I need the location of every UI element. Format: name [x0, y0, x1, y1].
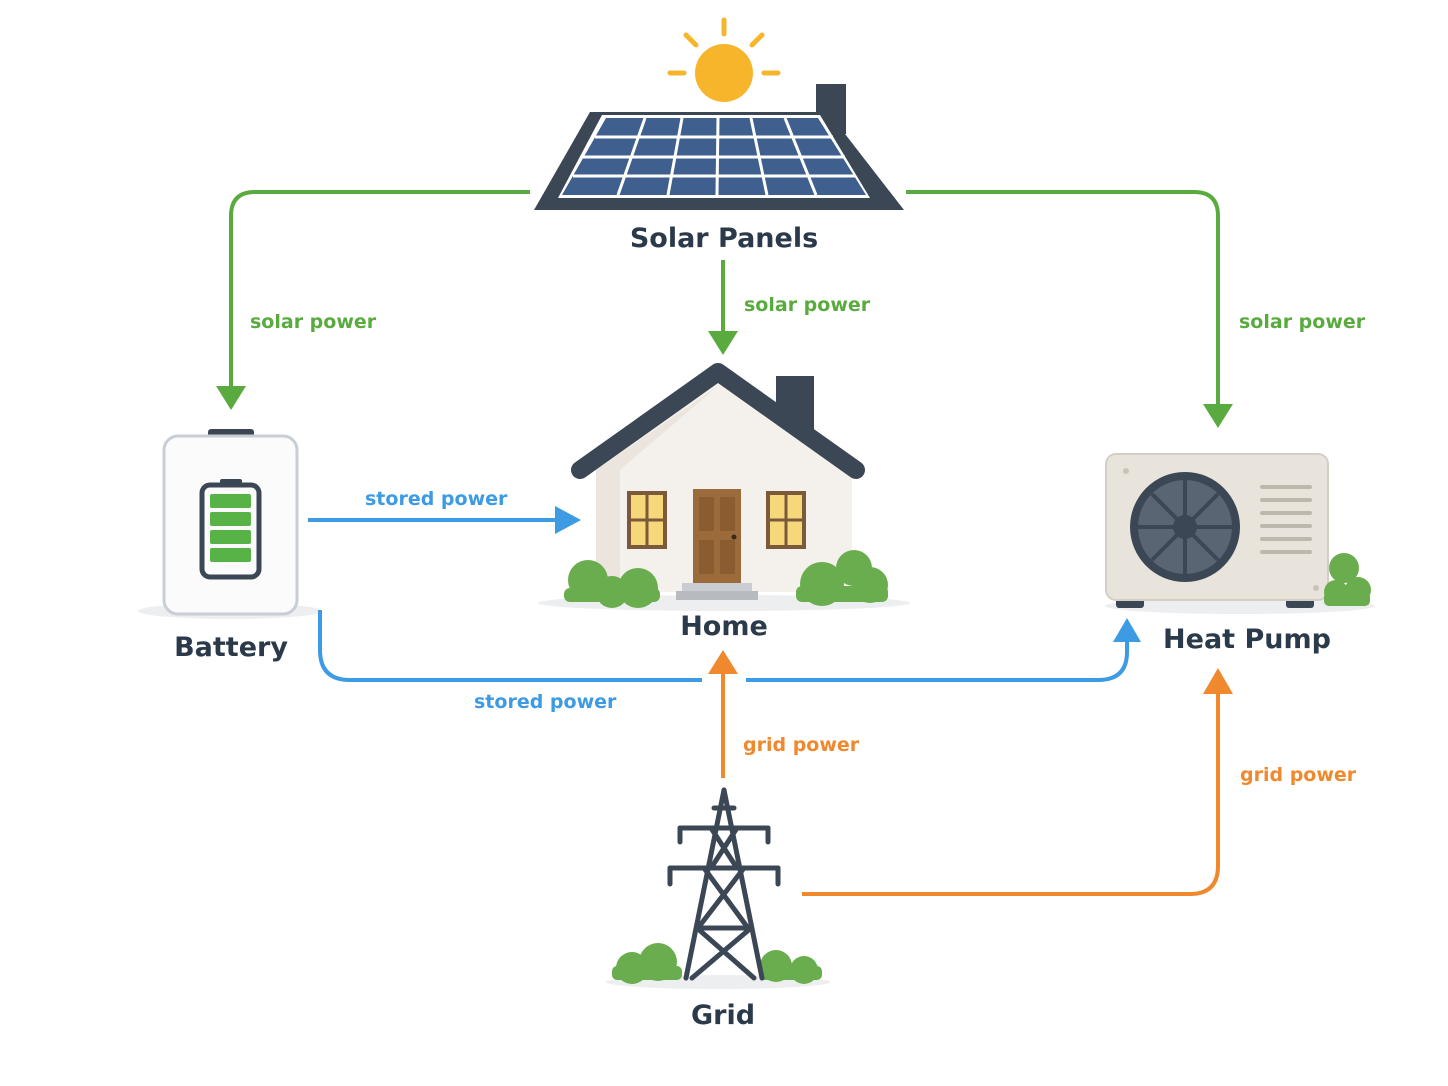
home-label: Home	[680, 611, 768, 642]
battery-icon	[138, 429, 322, 619]
house-icon	[538, 363, 910, 611]
flow-grid-to-home	[708, 650, 738, 778]
flow-solar-to-battery	[216, 190, 530, 410]
heat-pump-icon	[1105, 453, 1375, 614]
flow-label-solar-battery: solar power	[250, 311, 377, 333]
flow-label-battery-home: stored power	[365, 488, 508, 510]
flow-battery-to-home	[308, 506, 581, 534]
flow-label-grid-heat-pump: grid power	[1240, 764, 1357, 786]
flow-label-solar-heat-pump: solar power	[1239, 311, 1366, 333]
flow-solar-to-heat-pump	[906, 190, 1233, 428]
flow-solar-to-home	[708, 260, 738, 355]
heat-pump-label: Heat Pump	[1163, 624, 1331, 655]
power-tower-icon	[606, 787, 830, 989]
flow-label-grid-home: grid power	[743, 734, 860, 756]
solar-panels-label: Solar Panels	[630, 223, 818, 254]
flow-battery-to-heat-pump	[318, 610, 1141, 682]
sun-icon	[667, 17, 781, 102]
flow-label-solar-home: solar power	[744, 294, 871, 316]
flow-label-battery-heat-pump: stored power	[474, 691, 617, 713]
battery-label: Battery	[174, 632, 288, 663]
grid-label: Grid	[691, 1000, 755, 1031]
solar-panel-icon	[534, 84, 904, 210]
flow-grid-to-heat-pump	[802, 668, 1233, 896]
